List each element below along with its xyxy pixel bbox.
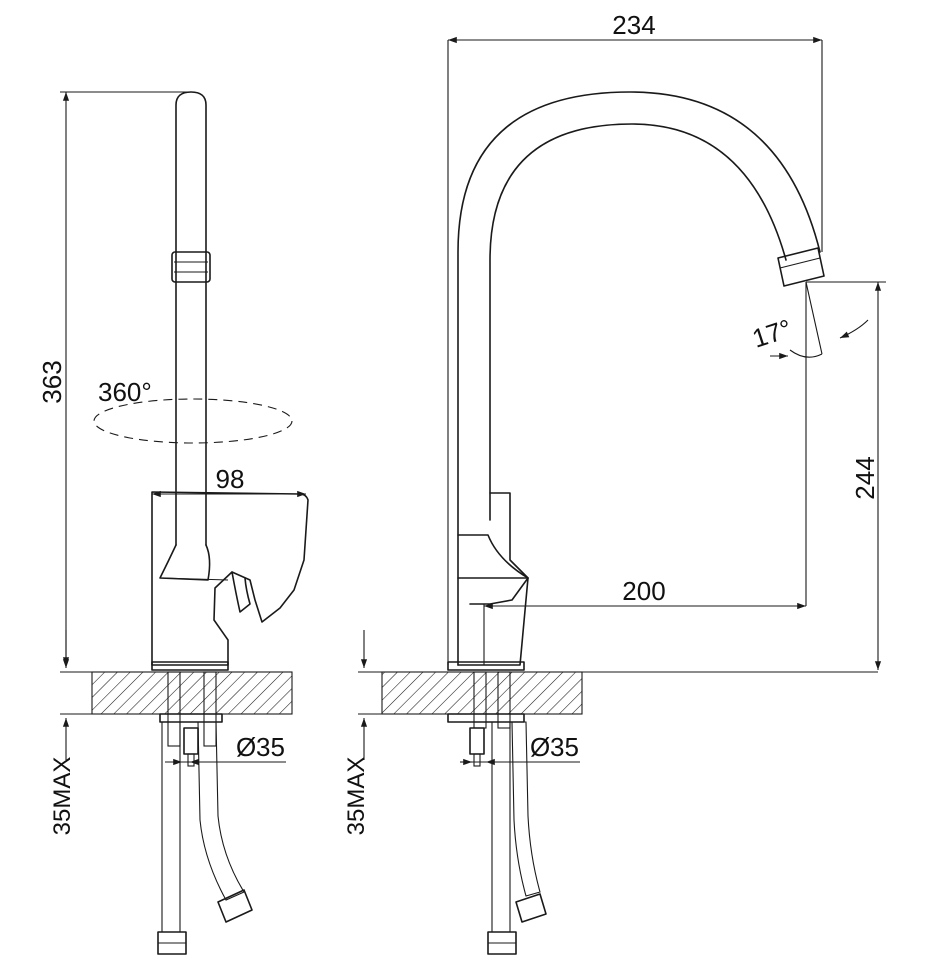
aerator-front [171,251,211,283]
spout-tube-front [175,91,207,546]
gooseneck-spout [457,91,821,666]
side-view: 234 17° 244 200 35MAX Ø 35 [343,10,886,955]
dim-360-label: 360° [98,377,152,407]
swivel-ellipse [93,398,293,444]
diameter-symbol-left: Ø [236,732,256,762]
diameter-symbol-right: Ø [530,732,550,762]
front-view: 363 360° 98 35MAX Ø 35 [37,91,309,955]
dim-244-label: 244 [850,456,880,499]
dim-200-label: 200 [622,576,665,606]
dim-234-label: 234 [612,10,655,40]
dim-35max-right-label: 35MAX [343,757,370,836]
dim-17-label: 17° [749,313,796,354]
dim-35-right-label: 35 [550,732,579,762]
handle-side [489,492,529,579]
hose-left-1 [161,721,181,933]
countertop-left [91,671,293,715]
dim-363-label: 363 [37,360,67,403]
countertop-right [381,671,583,715]
dim-98-label: 98 [216,464,245,494]
hose-right-2 [511,721,541,897]
aerator-side [777,247,825,287]
dim-35max-left-label: 35MAX [49,757,76,836]
hose-right-1 [491,721,511,933]
dim-35-left-label: 35 [256,732,285,762]
